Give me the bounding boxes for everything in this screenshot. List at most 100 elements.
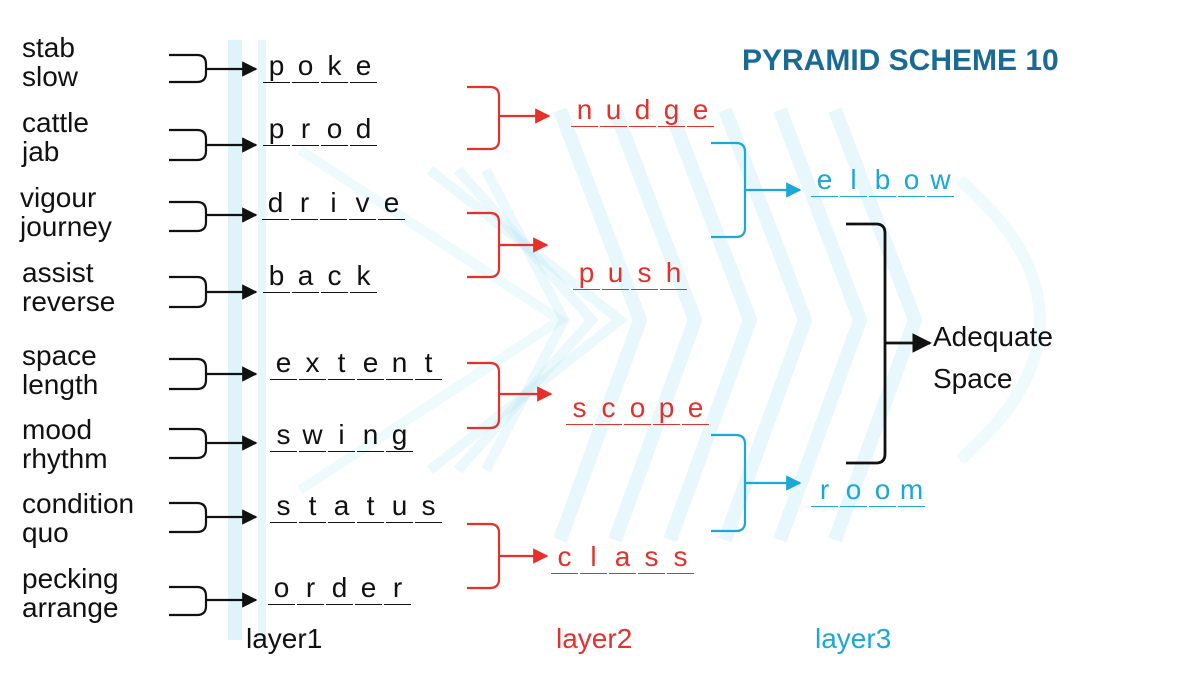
answer-letter: c bbox=[321, 261, 348, 293]
clue-pair: condition quo bbox=[22, 489, 134, 547]
answer-letter: r bbox=[292, 114, 319, 146]
diagram-title: PYRAMID SCHEME 10 bbox=[742, 44, 1059, 77]
answer-letter: a bbox=[609, 542, 636, 574]
clue-line-1: mood bbox=[22, 414, 93, 445]
clue-line-1: assist bbox=[22, 257, 94, 288]
answer-letter: n bbox=[357, 420, 384, 452]
answer-letter: p bbox=[573, 258, 600, 290]
answer-letter: e bbox=[811, 165, 838, 197]
answer-letter: t bbox=[299, 491, 326, 523]
background-stroke bbox=[454, 166, 599, 474]
background-stroke bbox=[828, 107, 923, 543]
layer2-bracket bbox=[467, 361, 501, 430]
answer-letter: v bbox=[349, 188, 376, 220]
answer-letter: s bbox=[638, 542, 665, 574]
answer-letter: t bbox=[415, 348, 442, 380]
answer-letter: d bbox=[350, 114, 377, 146]
background-stroke bbox=[663, 107, 758, 543]
answer-letter: r bbox=[384, 573, 411, 605]
answer-letter: s bbox=[270, 420, 297, 452]
answer-letter: g bbox=[658, 95, 685, 127]
answer-letter: h bbox=[660, 258, 687, 290]
final-answer: Adequate Space bbox=[933, 316, 1053, 400]
clue-line-2: journey bbox=[20, 211, 112, 242]
layer3-bracket bbox=[711, 141, 747, 239]
answer-letter: r bbox=[297, 573, 324, 605]
answer-letter: t bbox=[357, 491, 384, 523]
background-stroke bbox=[608, 107, 703, 543]
final-answer-line-1: Adequate bbox=[933, 321, 1053, 352]
clue-pair: vigour journey bbox=[20, 183, 112, 241]
final-bracket bbox=[846, 222, 887, 465]
answer-letter: o bbox=[840, 475, 867, 507]
clue-line-2: length bbox=[22, 369, 99, 400]
layer1-bracket bbox=[169, 53, 208, 84]
answer-letter: w bbox=[299, 420, 326, 452]
answer-letter: o bbox=[898, 165, 925, 197]
answer-letter: k bbox=[321, 51, 348, 83]
clue-pair: space length bbox=[22, 341, 98, 399]
background-stroke bbox=[553, 107, 648, 543]
background-stroke bbox=[297, 145, 570, 495]
clue-line-2: reverse bbox=[22, 286, 116, 317]
layer1-bracket bbox=[169, 585, 208, 617]
answer-letter: e bbox=[687, 95, 714, 127]
answer-letter: g bbox=[386, 420, 413, 452]
answer-letter: k bbox=[350, 261, 377, 293]
clue-pair: mood rhythm bbox=[22, 415, 108, 473]
answer-letter: c bbox=[595, 393, 622, 425]
answer-letter: p bbox=[263, 114, 290, 146]
answer-letter: x bbox=[299, 348, 326, 380]
answer-letter: b bbox=[869, 165, 896, 197]
answer-letter: p bbox=[263, 51, 290, 83]
layer2-bracket bbox=[467, 211, 501, 279]
answer-letter: s bbox=[415, 491, 442, 523]
background-stroke bbox=[426, 166, 629, 474]
clue-pair: cattle jab bbox=[22, 108, 89, 166]
answer-letter: s bbox=[667, 542, 694, 574]
answer-letter: e bbox=[682, 393, 709, 425]
clue-line-2: rhythm bbox=[22, 443, 108, 474]
layer2-bracket bbox=[467, 522, 501, 590]
answer-letter: t bbox=[328, 348, 355, 380]
clue-line-1: cattle bbox=[22, 107, 89, 138]
answer-letter: n bbox=[571, 95, 598, 127]
clue-pair: pecking arrange bbox=[22, 564, 119, 622]
answer-letter: o bbox=[321, 114, 348, 146]
answer-letter: l bbox=[840, 165, 867, 197]
answer-letter: m bbox=[898, 474, 925, 507]
answer-letter: d bbox=[629, 95, 656, 127]
background-stroke bbox=[773, 107, 868, 543]
layer2-bracket bbox=[467, 85, 501, 151]
answer-letter: a bbox=[292, 261, 319, 293]
answer-letter: e bbox=[270, 348, 297, 380]
layer1-bracket bbox=[169, 427, 208, 460]
answer-letter: d bbox=[262, 188, 289, 220]
answer-letter: e bbox=[350, 51, 377, 83]
layer1-bracket bbox=[169, 200, 208, 233]
layer3-bracket bbox=[711, 433, 747, 533]
answer-letter: e bbox=[378, 188, 405, 220]
answer-letter: r bbox=[291, 188, 318, 220]
answer-letter: o bbox=[292, 51, 319, 83]
clue-line-1: vigour bbox=[20, 182, 97, 213]
answer-letter: u bbox=[600, 95, 627, 127]
layer1-bracket bbox=[169, 128, 208, 162]
clue-pair: stab slow bbox=[22, 33, 78, 91]
background-stroke bbox=[481, 167, 570, 473]
clue-line-2: jab bbox=[22, 136, 60, 167]
